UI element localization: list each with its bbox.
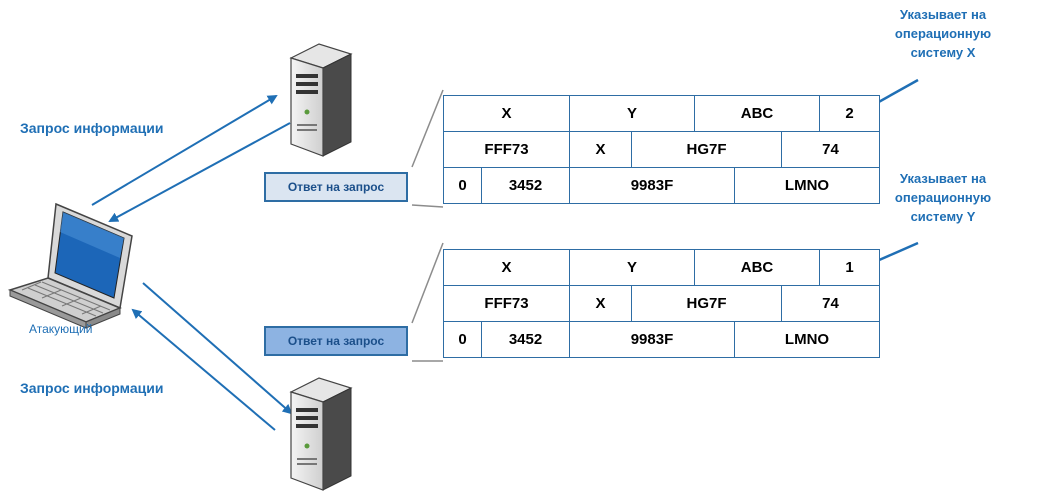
packet-table-top: X Y ABC 2 FFF73 X HG7F 74 0 3452 9983F L… [443, 95, 880, 204]
packet-cell: 3452 [482, 322, 570, 357]
packet-cell: 0 [444, 168, 482, 203]
request-label-bottom: Запрос информации [20, 380, 164, 396]
arrow-request-bottom [142, 282, 293, 415]
packet-row: 0 3452 9983F LMNO [444, 168, 879, 203]
packet-cell: ABC [695, 250, 820, 285]
note-os-y-line-2: операционную [894, 190, 992, 205]
packet-cell: X [444, 96, 570, 131]
arrow-response-top [108, 122, 291, 222]
packet-row: X Y ABC 2 [444, 96, 879, 132]
packet-cell: X [570, 286, 632, 321]
note-os-x-line-2: операционную [894, 26, 992, 41]
packet-cell: FFF73 [444, 286, 570, 321]
packet-cell: HG7F [632, 132, 782, 167]
packet-cell: ABC [695, 96, 820, 131]
packet-cell: 74 [822, 141, 839, 158]
packet-cell: HG7F [632, 286, 782, 321]
request-label-top: Запрос информации [20, 120, 164, 136]
packet-row: FFF73 X HG7F 74 [444, 286, 879, 322]
packet-cell: 9983F [570, 322, 735, 357]
packet-cell: 0 [444, 322, 482, 357]
laptop-icon [7, 202, 133, 329]
response-box-top: Ответ на запрос [264, 172, 408, 202]
connector-top [411, 89, 444, 168]
packet-table-bottom: X Y ABC 1 FFF73 X HG7F 74 0 3452 9983F L… [443, 249, 880, 358]
note-os-y: Указывает на операционную систему Y [868, 169, 1018, 226]
packet-cell: X [444, 250, 570, 285]
note-os-y-line-3: систему Y [910, 209, 976, 224]
note-os-x-line-3: систему X [910, 45, 976, 60]
attacker-caption: Атакующий [29, 322, 93, 336]
packet-cell: X [570, 132, 632, 167]
os-indicator-cell: 1 [845, 259, 854, 276]
packet-cell: 3452 [482, 168, 570, 203]
server-top-icon [289, 43, 353, 157]
packet-cell: Y [570, 96, 695, 131]
packet-cell: LMNO [784, 177, 830, 194]
os-indicator-cell: 2 [845, 105, 854, 122]
response-box-bottom: Ответ на запрос [264, 326, 408, 356]
note-os-x: Указывает на операционную систему X [868, 5, 1018, 62]
connector-bottom [411, 242, 444, 324]
arrow-response-bottom [131, 308, 276, 431]
note-os-x-line-1: Указывает на [899, 7, 987, 22]
note-os-y-line-1: Указывает на [899, 171, 987, 186]
packet-row: X Y ABC 1 [444, 250, 879, 286]
packet-cell: 74 [822, 295, 839, 312]
packet-cell: 9983F [570, 168, 735, 203]
connector-top-low [411, 204, 444, 208]
packet-cell: Y [570, 250, 695, 285]
packet-cell: LMNO [784, 331, 830, 348]
packet-row: FFF73 X HG7F 74 [444, 132, 879, 168]
packet-row: 0 3452 9983F LMNO [444, 322, 879, 357]
server-bottom-icon [289, 377, 353, 491]
packet-cell: FFF73 [444, 132, 570, 167]
arrow-request-top [91, 94, 278, 206]
